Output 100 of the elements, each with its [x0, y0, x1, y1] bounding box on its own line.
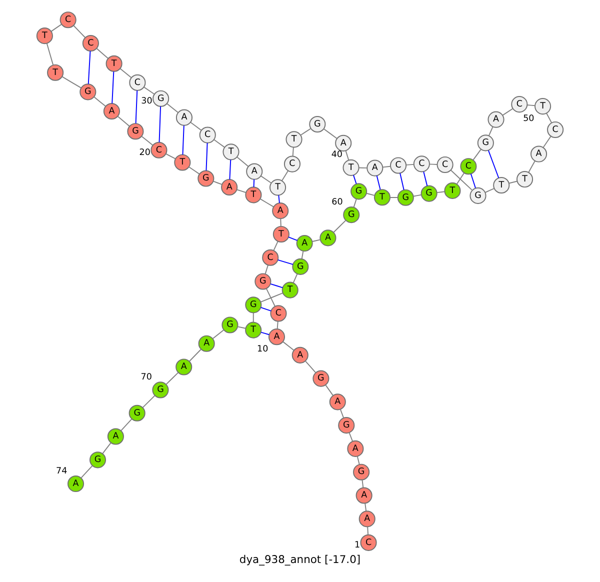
node-circle: T: [174, 154, 191, 171]
node-circle: G: [198, 170, 214, 187]
connector: [144, 86, 155, 94]
node-circle: T: [36, 28, 53, 44]
node-circle: A: [296, 235, 313, 252]
connector: [356, 456, 360, 465]
connector: [508, 180, 518, 184]
connector: [340, 409, 344, 418]
node-circle: A: [246, 163, 263, 180]
connector: [472, 148, 482, 160]
connector: [266, 288, 276, 307]
node-circle: G: [152, 90, 170, 107]
node-circle: G: [470, 187, 486, 204]
connector: [260, 198, 274, 208]
connector: [188, 166, 200, 174]
connector: [488, 150, 500, 178]
node-circle: G: [343, 206, 360, 224]
connector: [488, 126, 494, 136]
node-circle: G: [353, 464, 370, 480]
node-circle: G: [420, 185, 438, 202]
connector: [546, 112, 552, 124]
node-circle: C: [390, 157, 407, 174]
node-circle: A: [356, 487, 372, 504]
connector: [502, 108, 514, 116]
connector: [102, 442, 112, 454]
connector: [348, 432, 354, 442]
connector: [237, 326, 246, 329]
node-circle: T: [245, 186, 262, 204]
node-circle: A: [488, 111, 504, 128]
connector: [141, 136, 154, 146]
connector: [62, 76, 82, 88]
connector: [382, 166, 391, 168]
node-circle: G: [477, 134, 494, 152]
node-circle: T: [444, 182, 461, 199]
node-label: 10: [257, 344, 268, 355]
node-label: 20: [139, 148, 150, 158]
connector: [353, 198, 357, 208]
connector: [362, 480, 364, 488]
node-circle: T: [493, 176, 510, 194]
connector: [120, 418, 132, 432]
connector: [366, 192, 376, 196]
connector: [117, 116, 130, 127]
node-circle: T: [270, 179, 286, 196]
node-circle: T: [534, 98, 552, 115]
node-label: 50: [523, 114, 534, 124]
connector: [277, 259, 294, 265]
connector: [206, 142, 208, 172]
connector: [528, 160, 536, 173]
node-label: 70: [140, 372, 152, 382]
connector: [236, 156, 249, 167]
connector: [212, 329, 224, 340]
node-circle: A: [176, 109, 192, 126]
connector: [260, 292, 284, 302]
node-circle: A: [268, 328, 286, 346]
node-circle: G: [89, 452, 106, 468]
connector: [190, 122, 202, 131]
connector: [364, 502, 367, 512]
node-circle: C: [511, 96, 528, 113]
connector: [278, 194, 280, 204]
connector: [252, 312, 254, 323]
connector: [236, 189, 246, 193]
connector: [214, 139, 225, 148]
node-circle: A: [347, 440, 364, 457]
node-circle: A: [103, 102, 120, 120]
connector: [80, 465, 93, 478]
node-circle: T: [282, 282, 298, 298]
connector: [450, 170, 472, 190]
connector: [325, 384, 334, 396]
node-circle: C: [262, 249, 279, 266]
connector: [73, 25, 86, 38]
connector: [96, 48, 108, 59]
node-circle: C: [413, 156, 430, 172]
node-circle: G: [309, 116, 326, 133]
node-circle: C: [360, 534, 377, 551]
connector: [158, 106, 162, 143]
connector: [436, 191, 446, 194]
connector: [305, 360, 316, 374]
connector: [270, 283, 284, 288]
node-circle: T: [245, 322, 262, 338]
node-circle: A: [329, 394, 346, 410]
node-circle: T: [516, 170, 534, 188]
connector: [282, 341, 294, 351]
node-circle: C: [82, 34, 99, 52]
connector: [165, 153, 176, 160]
node-circle: A: [272, 202, 289, 220]
caption: dya_938_annot [-17.0]: [239, 552, 361, 566]
connector: [281, 170, 289, 182]
node-circle: G: [312, 370, 330, 387]
node-circle: G: [292, 258, 309, 275]
connector: [229, 159, 232, 180]
connector: [288, 236, 298, 241]
connector: [301, 250, 304, 260]
node-circle: G: [128, 404, 146, 422]
node-circle: C: [129, 74, 146, 91]
node-circle: G: [397, 189, 414, 206]
connector: [345, 150, 350, 161]
connector: [50, 24, 62, 32]
node-circle: C: [460, 158, 477, 175]
connector: [353, 174, 357, 184]
node-circle: C: [436, 156, 454, 174]
